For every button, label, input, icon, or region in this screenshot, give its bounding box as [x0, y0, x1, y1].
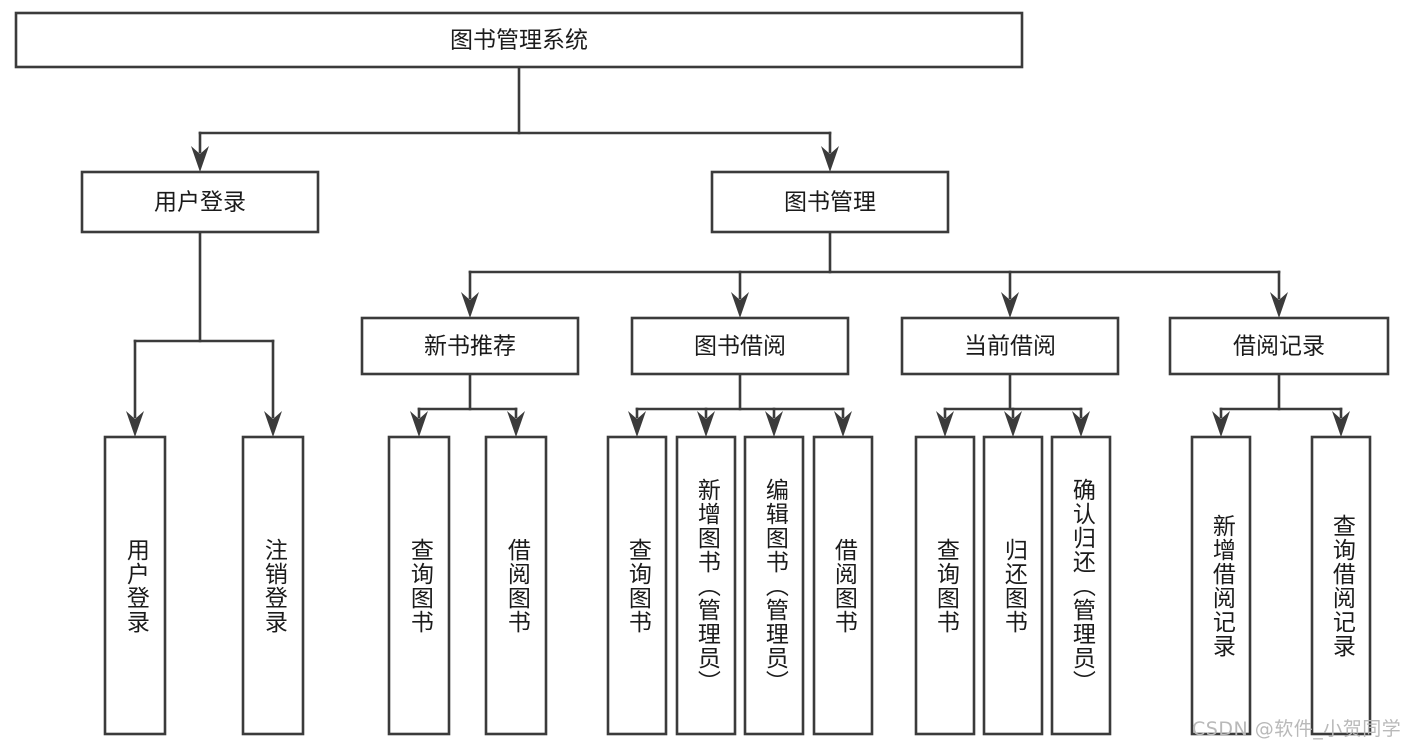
- node-label-current-borrow: 当前借阅: [964, 334, 1056, 360]
- node-label-root: 图书管理系统: [450, 28, 588, 54]
- arrow-head-icon-book-management: [821, 146, 839, 172]
- node-box-leaf-query-book-current[interactable]: [914, 435, 976, 736]
- node-box-leaf-query-book-recommend[interactable]: [387, 435, 451, 736]
- arrow-head-icon-leaf-borrow-book-recommend: [507, 411, 525, 437]
- node-label-book-management: 图书管理: [784, 190, 876, 216]
- node-label-user-login: 用户登录: [154, 190, 246, 216]
- node-layer: [14, 11, 1390, 736]
- node-box-leaf-query-book-borrow[interactable]: [606, 435, 668, 736]
- arrow-head-icon-leaf-edit-book-admin: [765, 411, 783, 437]
- node-label-new-book-recommend: 新书推荐: [424, 334, 516, 360]
- node-box-leaf-logout[interactable]: [241, 435, 305, 736]
- node-label-borrow-records: 借阅记录: [1233, 334, 1325, 360]
- arrow-head-icon-new-book-recommend: [461, 292, 479, 318]
- arrow-head-icon-leaf-query-book-borrow: [628, 411, 646, 437]
- node-box-leaf-confirm-return-admin[interactable]: [1050, 435, 1112, 736]
- arrow-head-icon-leaf-query-book-current: [936, 411, 954, 437]
- node-box-leaf-add-borrow-record[interactable]: [1190, 435, 1252, 736]
- node-box-root[interactable]: [14, 11, 1024, 69]
- node-box-leaf-edit-book-admin[interactable]: [743, 435, 805, 736]
- node-box-new-book-recommend[interactable]: [360, 316, 580, 376]
- watermark-credit: CSDN @软件_小贺同学: [1192, 718, 1402, 740]
- arrow-head-icon-current-borrow: [1001, 292, 1019, 318]
- arrow-head-icon-book-borrow: [731, 292, 749, 318]
- arrow-head-icon-leaf-query-book-recommend: [410, 411, 428, 437]
- node-box-leaf-return-book[interactable]: [982, 435, 1044, 736]
- arrow-head-icon-leaf-confirm-return-admin: [1072, 411, 1090, 437]
- arrow-head-icon-user-login: [191, 146, 209, 172]
- arrow-head-icon-leaf-return-book: [1004, 411, 1022, 437]
- arrow-head-icon-leaf-user-login: [126, 411, 144, 437]
- node-box-leaf-borrow-book[interactable]: [812, 435, 874, 736]
- arrow-head-icon-leaf-logout: [264, 411, 282, 437]
- node-box-leaf-query-borrow-record[interactable]: [1310, 435, 1372, 736]
- arrow-head-icon-borrow-records: [1270, 292, 1288, 318]
- connector-layer: [126, 65, 1350, 437]
- arrow-head-icon-leaf-borrow-book: [834, 411, 852, 437]
- node-box-leaf-user-login[interactable]: [103, 435, 167, 736]
- arrow-head-icon-leaf-query-borrow-record: [1332, 411, 1350, 437]
- node-box-current-borrow[interactable]: [900, 316, 1120, 376]
- node-label-book-borrow: 图书借阅: [694, 334, 786, 360]
- arrow-head-icon-leaf-add-borrow-record: [1212, 411, 1230, 437]
- node-box-borrow-records[interactable]: [1168, 316, 1390, 376]
- node-box-leaf-add-book-admin[interactable]: [675, 435, 737, 736]
- node-box-book-management[interactable]: [710, 170, 950, 234]
- arrow-head-icon-leaf-add-book-admin: [697, 411, 715, 437]
- node-box-user-login[interactable]: [80, 170, 320, 234]
- node-box-book-borrow[interactable]: [630, 316, 850, 376]
- node-box-leaf-borrow-book-recommend[interactable]: [484, 435, 548, 736]
